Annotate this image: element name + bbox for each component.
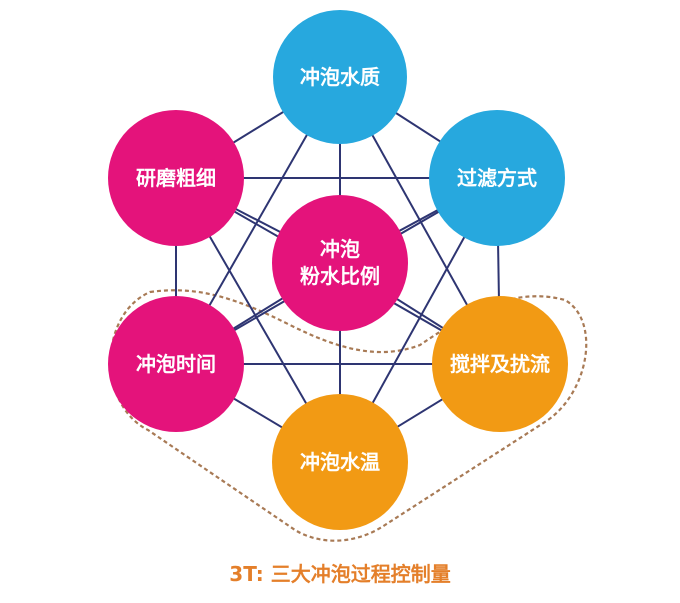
node-water-quality: 冲泡水质 [273,10,407,144]
node-grind-size: 研磨粗细 [108,110,244,246]
node-label: 冲泡水温 [300,449,380,474]
node-label: 粉水比例 [300,264,380,288]
node-brew-time: 冲泡时间 [108,296,244,432]
node-label: 搅拌及扰流 [450,351,550,376]
highlight-3t-outline [109,289,588,542]
node-label: 研磨粗细 [136,165,216,190]
node-label: 过滤方式 [457,165,537,190]
caption-3t: 3T: 三大冲泡过程控制量 [229,562,451,586]
node-agitation: 搅拌及扰流 [432,296,568,432]
node-water-temperature: 冲泡水温 [272,394,408,530]
node-label: 冲泡 [320,237,360,261]
node-brew-ratio: 冲泡粉水比例 [272,195,408,331]
node-filtration-method: 过滤方式 [429,110,565,246]
node-label: 冲泡水质 [300,64,380,89]
node-label: 冲泡时间 [136,351,216,376]
